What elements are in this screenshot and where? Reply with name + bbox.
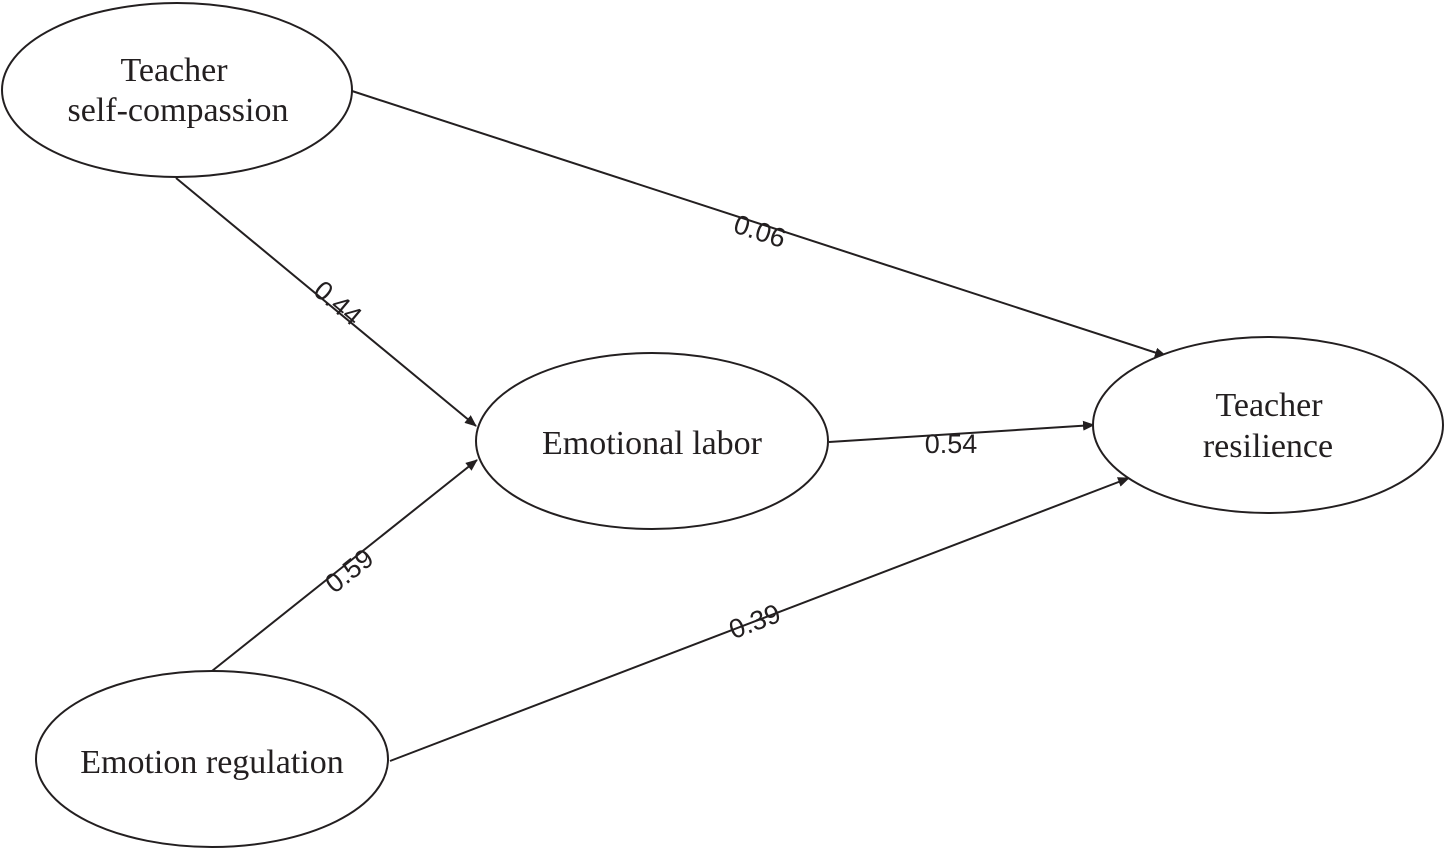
node-ellipse <box>475 352 829 530</box>
coefficient-label: 0.39 <box>725 598 785 645</box>
node-ellipse <box>35 670 389 848</box>
node-label: Emotional labor <box>542 425 763 462</box>
node-emotion-regulation: Emotion regulation <box>35 670 389 848</box>
node-label: Teacher <box>120 52 228 89</box>
node-label: Emotion regulation <box>80 744 343 781</box>
arrow-self-compassion-to-labor <box>175 177 477 427</box>
node-label: resilience <box>1203 428 1333 465</box>
coefficient-label: 0.54 <box>925 429 978 459</box>
node-teacher-resilience: Teacher resilience <box>1092 336 1444 514</box>
arrow-regulation-to-resilience <box>389 477 1130 762</box>
coefficient-label: 0.44 <box>308 275 368 332</box>
edge-regulation-to-labor: 0.59 <box>211 459 478 672</box>
edge-regulation-to-resilience: 0.39 <box>389 477 1130 762</box>
arrow-self-compassion-to-resilience <box>351 90 1167 358</box>
node-teacher-self-compassion: Teacher self-compassion <box>1 2 353 178</box>
coefficient-label: 0.06 <box>730 209 789 254</box>
edge-labor-to-resilience: 0.54 <box>828 420 1095 459</box>
node-ellipse <box>1 2 353 178</box>
node-emotional-labor: Emotional labor <box>475 352 829 530</box>
edge-self-compassion-to-resilience: 0.06 <box>351 90 1167 358</box>
edge-self-compassion-to-labor: 0.44 <box>175 177 477 427</box>
node-ellipse <box>1092 336 1444 514</box>
node-label: self-compassion <box>68 92 289 129</box>
arrow-labor-to-resilience <box>828 420 1095 443</box>
coefficient-label: 0.59 <box>319 543 379 599</box>
arrow-regulation-to-labor <box>211 459 478 672</box>
node-label: Teacher <box>1215 387 1323 424</box>
